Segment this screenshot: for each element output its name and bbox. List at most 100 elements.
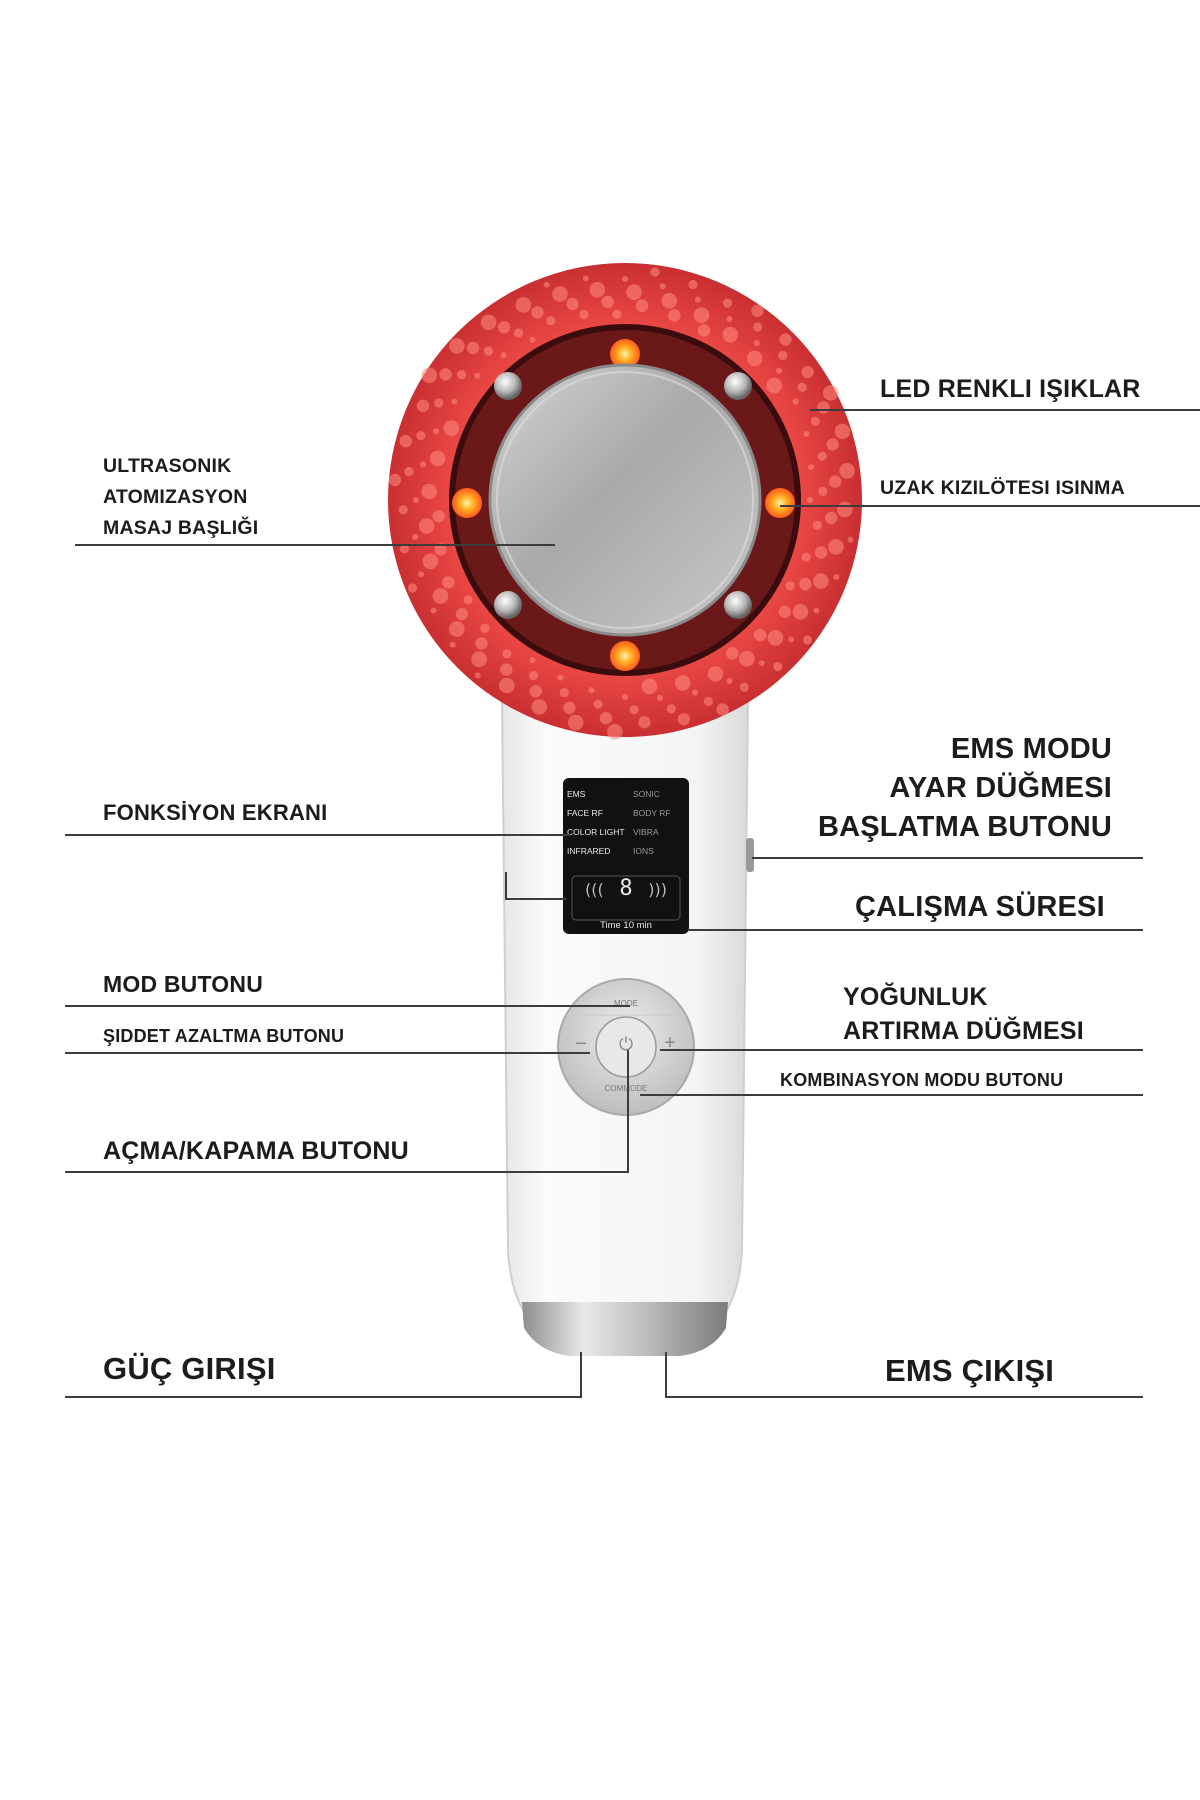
ring-dot	[514, 328, 524, 338]
ring-dot	[407, 583, 418, 593]
ring-dot	[739, 650, 755, 667]
ring-dot	[828, 539, 844, 555]
ring-dot	[656, 694, 663, 701]
ring-dot	[529, 336, 536, 343]
ring-dot	[420, 461, 427, 468]
label-intensity-up-line2: ARTIRMA DÜĞMESI	[843, 1017, 1084, 1045]
ring-dot	[474, 672, 481, 679]
label-power-button: AÇMA/KAPAMA BUTONU	[103, 1137, 409, 1165]
leader-far-infrared	[780, 505, 1200, 507]
ring-dot	[746, 350, 763, 367]
label-intensity-up-line1: YOĞUNLUK	[843, 983, 988, 1011]
ring-dot	[480, 314, 497, 331]
ring-dot	[753, 628, 767, 642]
ring-dot	[432, 588, 449, 604]
ring-dot	[502, 649, 512, 659]
leader-working-time-left	[505, 872, 507, 900]
ring-dot	[480, 623, 490, 634]
ring-dot	[810, 416, 820, 426]
leader-mode-button	[65, 1005, 630, 1007]
mode-ems: EMS	[567, 789, 586, 799]
ring-dot	[814, 546, 828, 559]
ring-dot	[801, 365, 814, 379]
ring-dot	[418, 518, 435, 534]
ring-dot	[677, 713, 690, 726]
signal-waves-icon: ((()))	[585, 880, 667, 899]
combination-mode-button[interactable]: COMMODE	[586, 1078, 666, 1100]
ring-dot	[398, 505, 408, 515]
ring-dot	[807, 497, 813, 503]
ring-dot	[531, 699, 548, 715]
intensity-down-button[interactable]: −	[575, 1033, 587, 1055]
ring-dot	[588, 687, 595, 694]
ring-dot	[826, 438, 839, 451]
led-left	[452, 488, 482, 518]
leader-intensity-down	[65, 1052, 590, 1054]
label-ems-line3: BAŞLATMA BUTONU	[817, 811, 1112, 843]
ring-dot	[776, 367, 782, 374]
ring-dot	[422, 553, 439, 570]
ring-dot	[552, 286, 568, 302]
ring-dot	[829, 475, 842, 488]
ring-dot	[457, 370, 467, 380]
ring-dot	[529, 685, 542, 698]
leader-working-time	[688, 929, 1143, 931]
pin-bottom-left	[494, 591, 522, 619]
ring-dot	[797, 382, 807, 392]
ring-dot	[499, 677, 515, 694]
ring-dot	[418, 571, 425, 578]
ring-dot	[589, 282, 606, 298]
ring-dot	[434, 543, 447, 556]
label-ems-mode-button: EMS MODU AYAR DÜĞMESI BAŞLATMA BUTONU	[818, 730, 1112, 847]
ring-dot	[801, 552, 811, 562]
leader-power-button-v	[627, 1050, 629, 1172]
ring-dot	[834, 423, 851, 440]
ring-dot	[500, 663, 513, 676]
ring-dot	[661, 293, 677, 309]
ring-dot	[483, 346, 494, 356]
power-button[interactable]	[595, 1016, 657, 1078]
label-function-screen: FONKSİYON EKRANI	[103, 800, 328, 825]
label-ultrasonic-line1: ULTRASONIK	[103, 455, 232, 477]
ring-dot	[758, 660, 765, 667]
leader-intensity-up	[660, 1049, 1143, 1051]
ring-dot	[817, 401, 830, 414]
mode-vibra: VIBRA	[633, 827, 659, 837]
ring-dot	[703, 696, 714, 707]
intensity-up-button[interactable]: +	[664, 1032, 676, 1054]
ring-dot	[722, 298, 733, 308]
ring-dot	[753, 322, 763, 332]
ring-dot	[497, 321, 511, 334]
ring-dot	[413, 497, 419, 503]
ring-dot	[792, 604, 809, 620]
ring-dot	[559, 688, 569, 698]
leader-ems-output	[665, 1396, 1143, 1398]
ring-dot	[474, 372, 481, 379]
ring-dot	[404, 466, 414, 477]
label-led-lights: LED RENKLI IŞIKLAR	[880, 375, 1141, 403]
power-icon: ⏻	[618, 1034, 634, 1055]
leader-ultrasonic	[75, 544, 555, 546]
ring-dot	[697, 324, 711, 337]
ring-dot	[529, 671, 539, 681]
ring-dot	[579, 309, 589, 320]
ring-dot	[557, 674, 564, 681]
ring-dot	[416, 399, 430, 412]
ring-dot	[650, 267, 660, 277]
ring-dot	[515, 297, 532, 313]
ring-dot	[813, 573, 829, 589]
label-ems-output: EMS ÇIKIŞI	[885, 1353, 1055, 1388]
ring-dot	[726, 316, 733, 322]
ring-dot	[421, 483, 438, 500]
ring-dot	[433, 428, 440, 435]
mode-button[interactable]: MODE	[596, 993, 656, 1015]
mode-sonic: SONIC	[633, 789, 660, 799]
ring-dot	[823, 385, 839, 401]
ring-dot	[722, 326, 739, 343]
label-ems-line2: AYAR DÜĞMESI	[889, 772, 1112, 804]
ring-dot	[694, 296, 701, 303]
timer-panel-frame	[571, 875, 681, 921]
screen-time: Time 10 min	[600, 920, 652, 931]
ring-dot	[434, 398, 444, 408]
